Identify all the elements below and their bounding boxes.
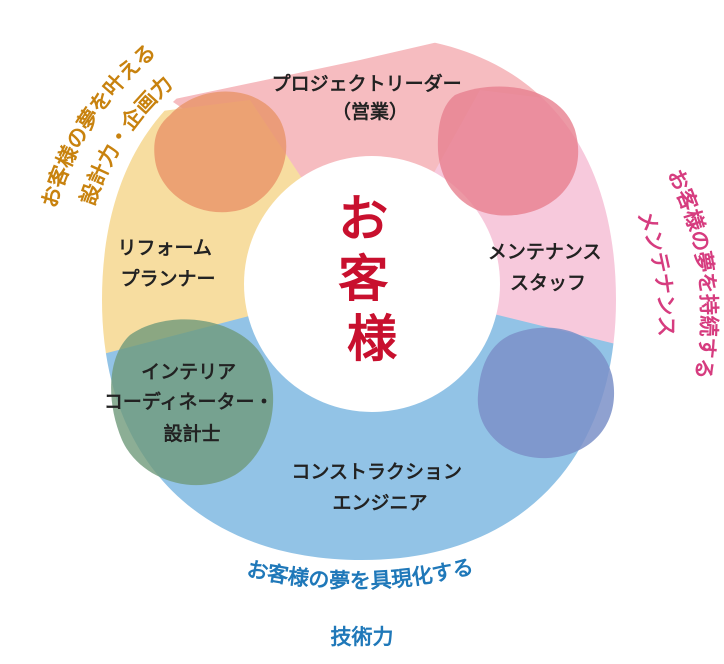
role-reform-planner: リフォーム プランナー — [117, 237, 218, 290]
role-interior-coordinator-line-3: 設計士 — [163, 422, 220, 445]
curve-label-bottom-line-2: 技術力 — [331, 625, 394, 649]
center-label-char-2: 客 — [338, 249, 388, 308]
overlap-blob-top-right — [437, 86, 579, 216]
role-maintenance-staff-line-1: メンテナンス — [488, 241, 602, 263]
role-interior-coordinator-line-1: インテリア — [141, 361, 236, 383]
overlap-blob-bottom-right — [477, 327, 615, 459]
center-label-char-3: 様 — [347, 309, 398, 368]
role-project-leader: プロジェクトリーダー （営業） — [272, 72, 469, 123]
center-label-char-1: お — [338, 189, 388, 248]
role-construction-engineer-line-1: コンストラクション — [291, 461, 462, 483]
role-maintenance-staff: メンテナンス スタッフ — [488, 241, 608, 294]
overlap-blob-bottom-left — [111, 319, 274, 486]
overlap-blob-top-left — [154, 91, 287, 213]
role-reform-planner-line-2: プランナー — [120, 267, 215, 290]
role-reform-planner-line-1: リフォーム — [117, 237, 211, 259]
role-interior-coordinator: インテリア コーディネーター・ 設計士 — [104, 361, 280, 445]
role-project-leader-line-2: （営業） — [332, 100, 408, 123]
role-project-leader-line-1: プロジェクトリーダー — [272, 72, 462, 95]
role-construction-engineer-line-2: エンジニア — [332, 492, 427, 514]
role-interior-coordinator-line-2: コーディネーター・ — [104, 390, 274, 413]
role-construction-engineer: コンストラクション エンジニア — [291, 461, 468, 514]
center-label: お 客 様 — [338, 189, 405, 368]
role-maintenance-staff-line-2: スタッフ — [510, 272, 586, 294]
